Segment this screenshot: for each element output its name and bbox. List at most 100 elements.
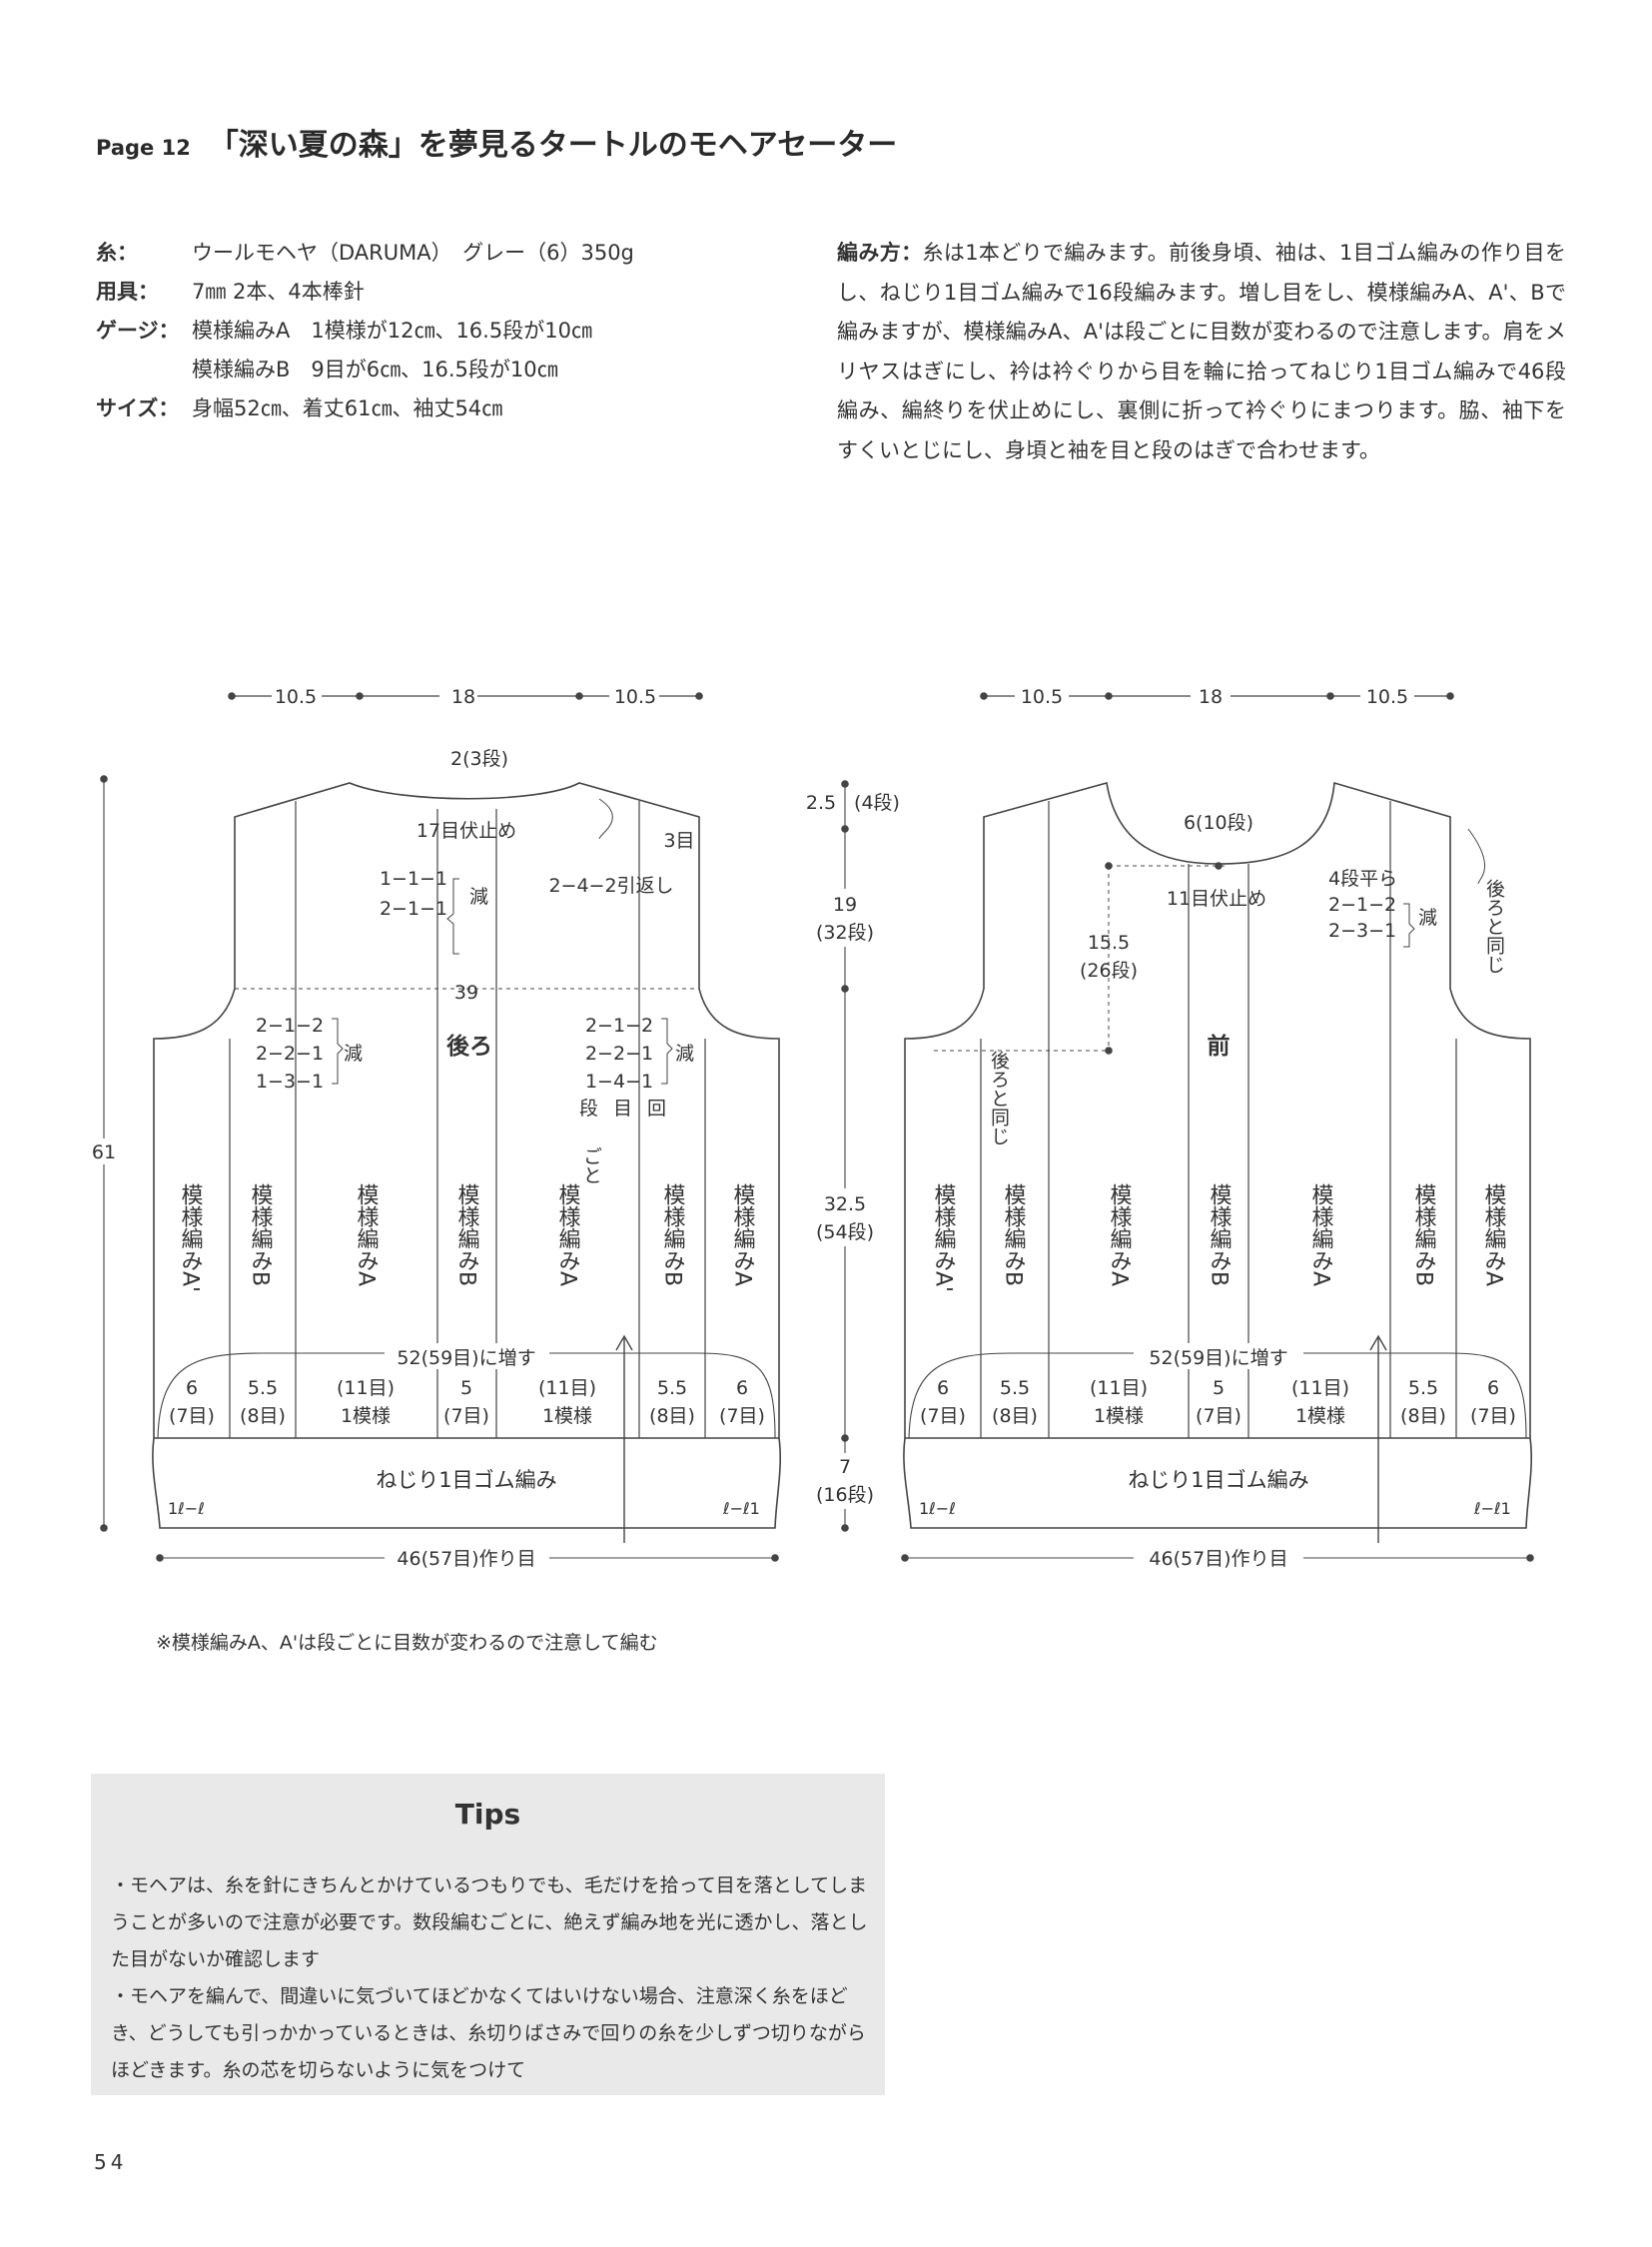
front-increase: 52(59目)に増す [1149,1347,1287,1369]
front-pattern-1: 模様編みA' [931,1183,957,1292]
method-label: 編み方： [837,241,923,265]
back-sec-6a: 5.5 [657,1377,687,1399]
back-width-39: 39 [454,982,478,1004]
back-sec-2b: (8目) [240,1405,286,1427]
front-sec-7b: (7目) [1470,1405,1516,1427]
spec-value: 身幅52㎝、着丈61㎝、袖丈54㎝ [192,396,503,420]
front-sec-4a: 5 [1213,1377,1225,1399]
diagram-note: ※模様編みA、A'は段ごとに目数が変わるので注意して編む [156,1632,658,1654]
front-neck-dec-1: 2−1−2 [1328,894,1396,916]
spec-value: 模様編みA 1模様が12㎝、16.5段が10㎝ [192,319,592,343]
legend-stitch: 目 [613,1098,632,1120]
back-arm-dec-r3: 1−4−1 [585,1071,653,1093]
back-outline [152,782,782,1529]
front-cast-on: 46(57目)作り目 [1149,1548,1287,1570]
front-sec-1b: (7目) [920,1405,966,1427]
tips-box: Tips ・モヘアは、糸を針にきちんとかけているつもりでも、毛だけを拾って目を落… [91,1774,885,2095]
h-arm-cm: 19 [833,894,857,916]
spec-label: サイズ： [96,396,180,420]
back-pattern-4: 模様編みB [454,1183,480,1286]
front-rib-label: ねじり1目ゴム編み [1128,1468,1308,1492]
back-rib-label: ねじり1目ゴム編み [376,1468,556,1492]
back-sec-5a: (11目) [538,1377,596,1399]
back-neck-depth: 2(3段) [450,748,508,770]
front-sec-2a: 5.5 [1000,1377,1030,1399]
front-top-width-center: 18 [1199,686,1223,708]
legend-times: 回 [647,1098,666,1120]
front-pattern-7: 模様編みA [1481,1183,1507,1286]
h-body-cm: 32.5 [824,1193,866,1215]
front-sec-6a: 5.5 [1408,1377,1438,1399]
back-piece [86,682,782,1572]
back-sec-4a: 5 [460,1377,472,1399]
materials-spec: 糸：ウールモヘヤ（DARUMA） グレー（6）350g 用具：7㎜ 2本、4本棒… [96,234,634,428]
front-sec-7a: 6 [1487,1377,1499,1399]
tip-item: ・モヘアは、糸を針にきちんとかけているつもりでも、毛だけを拾って目を落としてしま… [111,1874,868,1970]
back-pattern-6: 模様編みB [660,1183,686,1286]
back-shoulder-turn: 2−4−2引返し [548,875,673,897]
back-sec-3b: 1模様 [341,1405,391,1427]
back-pattern-3: 模様編みA [354,1183,380,1286]
front-rib-right: ℓ−ℓ1 [1473,1499,1511,1518]
front-sec-6b: (8目) [1400,1405,1446,1427]
front-label: 前 [1208,1033,1231,1060]
back-sec-3a: (11目) [337,1377,395,1399]
front-sec-3b: 1模様 [1094,1405,1144,1427]
back-pattern-5: 模様編みA [555,1183,581,1286]
front-top-width-right: 10.5 [1366,686,1408,708]
front-pattern-5: 模様編みA [1308,1183,1334,1286]
back-shoulder-rows: 3目 [663,830,694,852]
front-pattern-3: 模様編みA [1107,1183,1133,1286]
back-neck-dec-2: 2−1−1 [380,898,447,920]
pattern-title: 「深い夏の森」を夢見るタートルのモヘアセーター [208,128,898,163]
back-sec-7a: 6 [736,1377,748,1399]
tips-title: Tips [454,1798,521,1831]
back-pattern-7: 模様編みA [730,1183,756,1286]
spec-label: 糸： [96,241,138,265]
page-number: 54 [94,2150,128,2174]
h-body-rows: (54段) [816,1221,874,1243]
front-piece [807,682,1534,1572]
back-label: 後ろ [446,1033,492,1060]
knitting-method: 編み方：糸は1本どりで編みます。前後身頃、袖は、1目ゴム編みの作り目をし、ねじり… [837,234,1566,470]
back-arm-dec-label: 減 [344,1043,363,1065]
legend-row: 段 [579,1098,598,1120]
spec-value: 模様編みB 9目が6㎝、16.5段が10㎝ [192,358,558,381]
back-sec-1a: 6 [186,1377,198,1399]
front-neck-depth: 6(10段) [1184,812,1253,834]
back-rib-right: ℓ−ℓ1 [722,1499,760,1518]
spec-label: ゲージ： [96,319,180,343]
back-arm-dec-r1: 2−1−2 [585,1015,653,1037]
front-depth-rows: (26段) [1080,960,1138,982]
spec-value: 7㎜ 2本、4本棒針 [192,280,365,304]
back-pattern-1: 模様編みA' [178,1183,204,1292]
front-sec-1a: 6 [937,1377,949,1399]
spec-label: 用具： [96,280,159,304]
back-sec-6b: (8目) [649,1405,695,1427]
front-top-width-left: 10.5 [1021,686,1063,708]
back-sec-2a: 5.5 [248,1377,278,1399]
back-neck-dec-label: 減 [469,886,488,908]
h-rib-cm: 7 [839,1456,851,1478]
front-same-as-back-top: 後ろと同じ [1483,879,1505,974]
back-sec-1b: (7目) [169,1405,215,1427]
back-arm-dec-l3: 1−3−1 [256,1071,324,1093]
back-sec-4b: (7目) [443,1405,489,1427]
tip-item: ・モヘアを編んで、間違いに気づいてほどかなくてはいけない場合、注意深く糸をほどき… [111,1985,866,2081]
front-pattern-6: 模様編みB [1411,1183,1437,1286]
back-bind-off: 17目伏止め [416,820,516,842]
front-same-as-back-arm: 後ろと同じ [988,1051,1010,1145]
back-top-width-center: 18 [451,686,475,708]
back-arm-dec-label-r: 減 [675,1043,694,1065]
h-rib-rows: (16段) [816,1484,874,1506]
h-shoulder-cm: 2.5 [806,792,836,814]
back-arm-dec-l1: 2−1−2 [256,1015,324,1037]
back-sec-5b: 1模様 [542,1405,592,1427]
back-total-height: 61 [92,1141,116,1163]
back-increase: 52(59目)に増す [397,1347,535,1369]
front-outline [903,781,1533,1529]
front-sec-5a: (11目) [1291,1377,1349,1399]
back-sec-7b: (7目) [719,1405,765,1427]
h-arm-rows: (32段) [816,922,874,944]
